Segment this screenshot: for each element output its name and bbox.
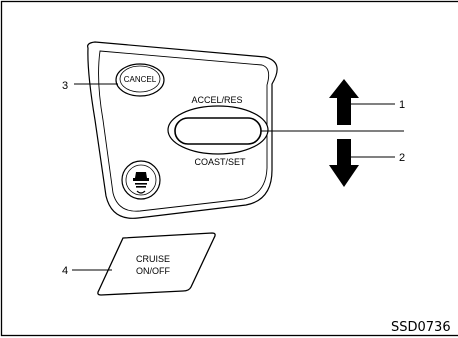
callout-2: 2 <box>399 152 405 164</box>
down-arrow-icon <box>329 139 359 187</box>
vehicle-distance-icon <box>133 172 149 194</box>
switch-panel-rim <box>98 50 270 212</box>
figure-code: SSD0736 <box>391 320 451 335</box>
cancel-button[interactable] <box>115 63 165 97</box>
callout-1: 1 <box>399 99 405 111</box>
cruise-label-line1: CRUISE <box>136 254 170 264</box>
cruise-label-line2: ON/OFF <box>136 266 170 276</box>
accel-coast-rocker-switch[interactable] <box>174 117 262 145</box>
cancel-button-inner <box>119 65 161 93</box>
up-arrow-icon <box>329 79 359 125</box>
callout-3: 3 <box>62 80 68 92</box>
coast-set-label: COAST/SET <box>194 157 246 167</box>
cancel-label: CANCEL <box>124 75 157 84</box>
distance-button-inner <box>125 164 157 196</box>
cruise-on-off-button[interactable] <box>97 232 216 296</box>
callout-4: 4 <box>62 265 68 277</box>
accel-res-label: ACCEL/RES <box>191 95 242 105</box>
